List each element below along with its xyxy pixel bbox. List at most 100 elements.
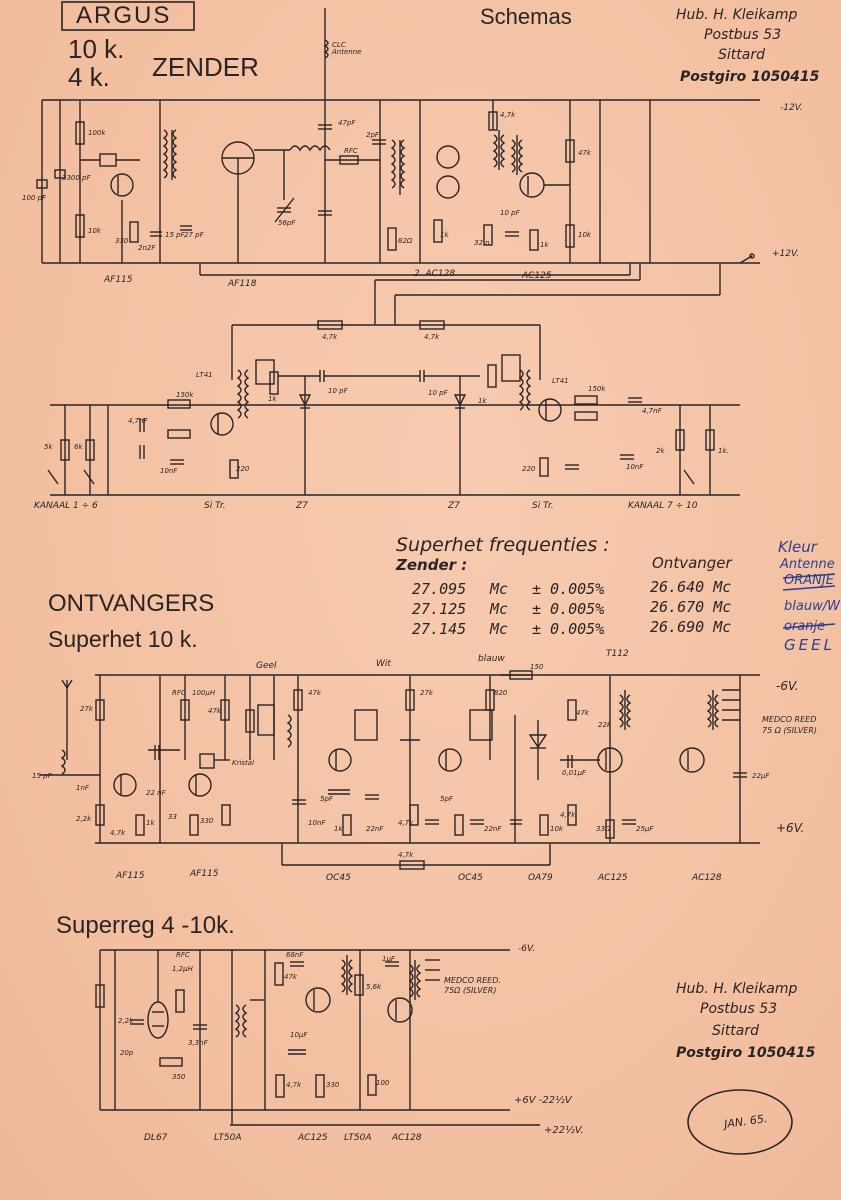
sr-pos-rail: +6V -22½V [514,1095,572,1106]
antenna-label: CLC Antenne [332,41,362,56]
tx-part-rfc: RFC [344,147,358,155]
rx-pos-rail: +6V. [776,821,805,835]
rx-transistor-af115-a: AF115 [116,871,145,881]
rx-part-r330: 330 [200,817,214,825]
mod-part-r1k-c: 1k. [718,447,729,455]
frequency-table-title: Superhet frequenties : [396,534,610,556]
mod-part-c10n-a: 10nF [160,467,178,475]
mod-part-r6k: 6k [74,443,83,451]
section-title-superreg: Superreg 4 -10k. [56,912,235,939]
address-city-bottom: Sittard [712,1023,759,1039]
frequency-col-color: Kleur [778,538,817,556]
freq-row-3-tx: 27.145 [412,620,467,638]
zener-label-a: Z7 [296,501,308,511]
rx-part-r33-b: 33Ω [596,825,611,833]
sr-part-r350: 350 [172,1073,186,1081]
mod-part-c47n-a: 4,7nF [128,417,148,425]
coil-label-wit: Wit [376,659,391,669]
rx-part-c15p: 15 pF [32,772,52,780]
rx-part-c22n-b: 22nF [366,825,384,833]
mod-part-r150k-b: 150k [588,385,606,393]
tx-part-r330: 330 [115,237,129,245]
rx-part-r27k-b: 27k [420,689,433,697]
freq-row-1-unit: Mc [490,580,509,598]
rx-part-c22n-a: 22 nF [146,789,166,797]
mod-part-c10-a: 10 pF [328,387,348,395]
rx-part-c1n: 1nF [76,784,89,792]
rx-part-r1k-a: 1k [146,819,155,827]
mod-part-r220-b: 220 [522,465,536,473]
sr-part-rfc: RFC [176,951,190,959]
sr-part-c68n: 68nF [286,951,304,959]
sr-tube-dl67: DL67 [144,1133,168,1143]
sr-part-c10u: 10µF [290,1031,308,1039]
mod-part-r220-a: 220 [236,465,250,473]
tx-transistor-af115: AF115 [104,275,133,285]
tx-transistor-ac128: 2. AC128 [414,269,456,279]
tx-part-r1k-b: 1k [440,231,449,239]
mod-part-r47k-a: 4,7k [322,333,338,341]
superhet-circuit [40,670,760,870]
si-transistor-label-a: Si Tr. [204,501,226,511]
rx-part-c25u: 25µF [636,825,654,833]
tx-part-c10: 10 pF [500,209,520,217]
sr-transistor-ac128: AC128 [392,1133,422,1143]
rx-part-c5p-b: 5pF [440,795,453,803]
brand-title: ARGUS [76,2,172,29]
mod-part-c47n-b: 4,7nF [642,407,662,415]
mod-part-r5k: 5k [44,443,53,451]
freq-row-1-tx: 27.095 [412,580,467,598]
tx-part-c32n: 32 n [474,239,490,247]
freq-row-2-rx: 26.670 Mc [650,598,732,616]
address-street-bottom: Postbus 53 [700,1001,778,1017]
tx-part-c2: 2pF [366,131,379,139]
rx-part-r47k-b: 47k [308,689,321,697]
tx-transistor-ac125: AC125 [522,271,552,281]
tx-part-c3300: 3300 pF [62,174,91,182]
section-title-zender: ZENDER [152,52,259,82]
t112-label: T112 [606,649,629,659]
rx-part-l100u: 100µH [192,689,216,697]
sr-part-r56k: 5,6k [366,983,382,991]
page-title: Schemas [480,4,572,29]
rx-part-r4k7-a: 4,7k [110,829,126,837]
tx-part-r47k-a: 4,7k [500,111,516,119]
address-city-top: Sittard [718,47,765,63]
rx-part-c5p-a: 5pF [320,795,333,803]
freq-row-2-unit: Mc [490,600,509,618]
freq-row-3-tol: ± 0.005% [532,620,605,638]
tx-part-r10k-b: 10k [578,231,591,239]
rx-part-kristal: Kristal [232,759,255,767]
color-antenne: Antenne [780,557,835,572]
si-transistor-label-b: Si Tr. [532,501,554,511]
brand-box [61,1,195,31]
freq-row-1-rx: 26.640 Mc [650,578,732,596]
date-stamp-oval [687,1089,793,1155]
tx-part-r47k-b: 47k [578,149,591,157]
sr-coil-lt50a: LT50A [214,1133,242,1143]
sr-part-c33n: 3,3nF [188,1039,208,1047]
frequency-col-tx: Zender : [396,556,468,574]
address-giro-top: Postgiro 1050415 [680,69,820,85]
freq-row-3-rx: 26.690 Mc [650,618,732,636]
mod-part-c10-b: 10 pF [428,389,448,397]
coil-label-blauw: blauw [478,654,505,664]
zener-label-b: Z7 [448,501,460,511]
rx-part-r33: 33 [168,813,177,821]
mod-part-r1k-b: 1k [478,397,487,405]
tx-part-r82: 82Ω [398,237,413,245]
sr-pos-rail-2: +22½V. [544,1125,584,1136]
tx-pos-rail: +12V. [772,249,799,259]
rx-part-r10k: 10k [550,825,563,833]
rx-neg-rail: -6V. [776,679,799,693]
freq-row-2-tol: ± 0.005% [532,600,605,618]
sr-part-r100: 100 [376,1079,390,1087]
tx-part-c100: 100 pF [22,194,47,202]
sr-part-r47k-b: 4,7k [286,1081,302,1089]
rx-part-c22u: 22µF [752,772,770,780]
tx-neg-rail: -12V. [780,103,803,113]
sr-part-l12u: 1,2µH [172,965,193,973]
address-name-top: Hub. H. Kleikamp [676,7,798,23]
